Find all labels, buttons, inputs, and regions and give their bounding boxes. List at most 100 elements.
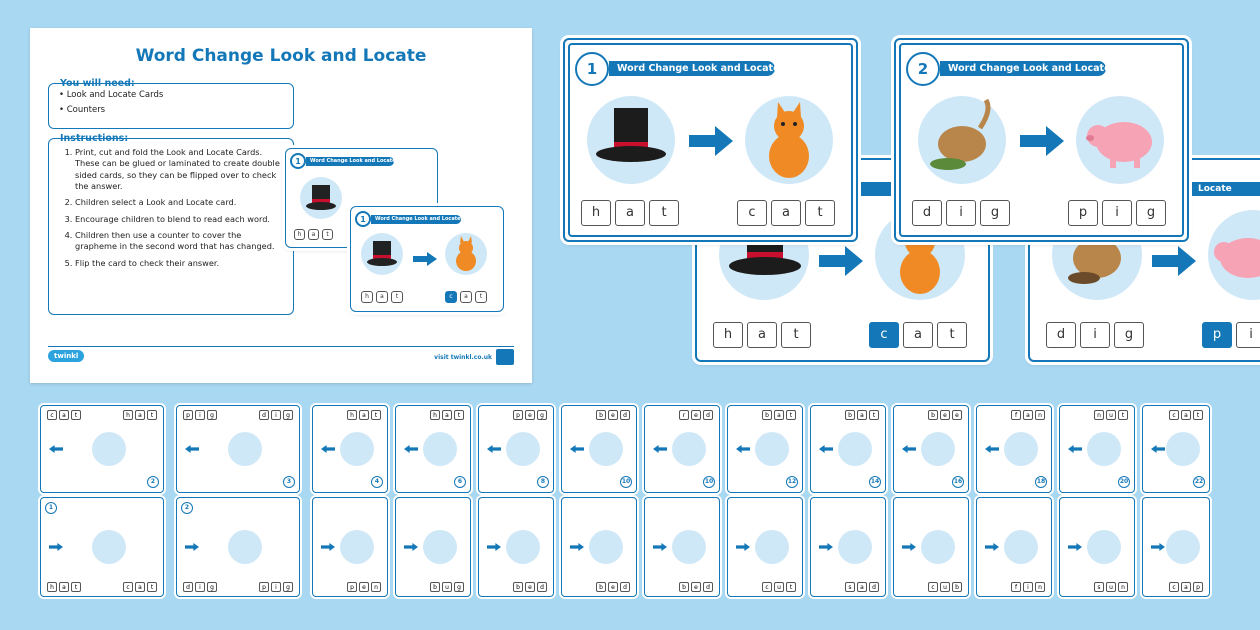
letter-tile: u (774, 582, 784, 592)
card-number-badge: 1 (355, 211, 371, 227)
letter-tile: b (596, 582, 606, 592)
letter-tile: n (1035, 582, 1045, 592)
letter-tile: i (195, 582, 205, 592)
letter-tile: t (869, 410, 879, 420)
letter-tile: n (1035, 410, 1045, 420)
letter-tile: h (294, 229, 305, 240)
cat-picture (445, 233, 487, 275)
need-item: Look and Locate Cards (59, 90, 283, 100)
letter-tile: d (703, 582, 713, 592)
letter-tile: a (1181, 410, 1191, 420)
arrow-icon (736, 445, 750, 453)
arrow-icon (185, 543, 199, 551)
letter-tile: a (857, 582, 867, 592)
hat-icon (306, 185, 336, 210)
letter-tile: t (147, 410, 157, 420)
picture-icon (506, 530, 540, 564)
letter-tile: h (430, 410, 440, 420)
letter-tile-highlighted: c (869, 322, 899, 348)
letter-tile: i (1102, 200, 1132, 226)
letter-tile: a (903, 322, 933, 348)
arrow-icon (902, 543, 916, 551)
letter-tile: e (691, 582, 701, 592)
card-number-badge: 1 (45, 502, 57, 514)
arrow-right-icon (413, 251, 437, 270)
letter-tile: t (1118, 410, 1128, 420)
hat-icon (367, 241, 397, 266)
letter-tile: r (679, 410, 689, 420)
letter-tile: p (259, 582, 269, 592)
letter-tile: c (47, 410, 57, 420)
letter-tile: p (347, 582, 357, 592)
arrow-icon (1068, 445, 1082, 453)
letter-tile: g (454, 582, 464, 592)
letter-tile: c (123, 582, 133, 592)
letter-tile: c (1169, 582, 1179, 592)
letter-tile: t (786, 582, 796, 592)
card-number-badge: 4 (371, 476, 383, 488)
card-number-badge: 10 (620, 476, 632, 488)
letter-tile: g (207, 582, 217, 592)
letter-tile: d (259, 410, 269, 420)
instruction-sheet: Word Change Look and Locate You will nee… (30, 28, 532, 383)
arrow-icon (985, 543, 999, 551)
letter-tile: t (805, 200, 835, 226)
letter-tile: b (928, 410, 938, 420)
arrow-icon (570, 445, 584, 453)
letter-tile: e (525, 410, 535, 420)
letter-tile: d (869, 582, 879, 592)
picture-icon (1166, 432, 1200, 466)
letter-tile: g (283, 410, 293, 420)
cat-picture (745, 96, 833, 184)
letter-tile: t (71, 410, 81, 420)
card-number-badge: 10 (703, 476, 715, 488)
picture-icon (755, 530, 789, 564)
letter-tile: c (737, 200, 767, 226)
arrow-icon (736, 543, 750, 551)
letter-tile: a (1181, 582, 1191, 592)
letter-tile: a (308, 229, 319, 240)
letter-tile: a (1023, 410, 1033, 420)
letter-tile: e (359, 582, 369, 592)
letter-tile: u (1106, 582, 1116, 592)
picture-icon (755, 432, 789, 466)
question-card-2[interactable]: 2 Word Change Look and Locate d i g p i … (894, 38, 1189, 242)
letter-tile: t (371, 410, 381, 420)
question-card-1[interactable]: 1 Word Change Look and Locate h a t c a … (563, 38, 858, 242)
letter-tile: b (596, 410, 606, 420)
cat-icon (456, 236, 476, 271)
